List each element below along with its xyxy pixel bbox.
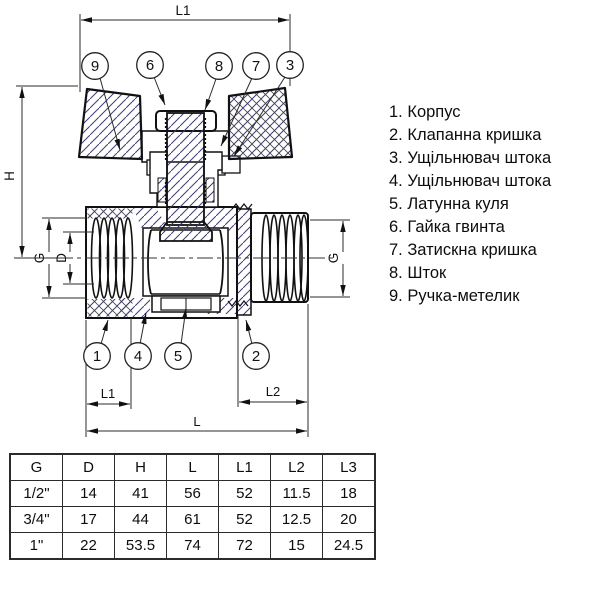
parts-item: 4. Ущільнювач штока (389, 172, 552, 190)
stem (166, 112, 205, 226)
parts-item: 5. Латунна куля (389, 195, 509, 213)
dim-label-l2-bottom: L2 (266, 384, 280, 399)
callout-leaders (99, 76, 286, 345)
callout-balloons: 9 6 8 7 3 1 4 (81, 51, 304, 370)
cell: 20 (322, 506, 376, 533)
parts-item: 6. Гайка гвинта (389, 218, 505, 236)
cell: 24.5 (322, 532, 376, 560)
cell: 12.5 (270, 506, 323, 533)
cell: 18 (322, 480, 376, 507)
ball-right-edge (219, 229, 224, 295)
cell: 41 (114, 480, 167, 507)
parts-item: 1. Корпус (389, 103, 461, 121)
cell: 14 (62, 480, 115, 507)
dim-label-l1-bottom: L1 (101, 386, 115, 401)
svg-text:6: 6 (146, 57, 154, 74)
stem-flare (159, 221, 213, 242)
valve-cross-section-drawing: L1 H G D G L1 L2 L 9 6 (2, 3, 350, 437)
cell: 52 (218, 506, 271, 533)
parts-item: 8. Шток (389, 264, 447, 282)
cell: 11.5 (270, 480, 323, 507)
cell: 1/2" (9, 480, 63, 507)
table-header-row: G D H L L1 L2 L3 (9, 453, 376, 481)
parts-item: 3. Ущільнювач штока (389, 149, 552, 167)
svg-text:2: 2 (252, 348, 260, 365)
cell: 22 (62, 532, 115, 560)
ball-left-edge (147, 229, 152, 295)
stem-assembly (149, 110, 223, 242)
callout-1: 1 (83, 342, 111, 370)
callout-5: 5 (164, 342, 192, 370)
callout-3: 3 (276, 51, 304, 79)
cell: 52 (218, 480, 271, 507)
cell: 61 (166, 506, 219, 533)
cell: 56 (166, 480, 219, 507)
col-header: H (114, 453, 167, 481)
table-row: 3/4" 17 44 61 52 12.5 20 (9, 506, 376, 533)
body-wall-hatch (87, 208, 133, 219)
svg-text:8: 8 (215, 58, 223, 75)
col-header: L2 (270, 453, 323, 481)
dimensions (14, 14, 350, 437)
callout-8: 8 (205, 52, 233, 80)
dim-label-h: H (2, 171, 17, 181)
dimensions-table: G D H L L1 L2 L3 1/2" 14 41 56 52 11.5 1… (9, 453, 376, 560)
col-header: D (62, 453, 115, 481)
parts-item: 9. Ручка-метелик (389, 287, 520, 305)
callout-9: 9 (81, 52, 109, 80)
col-header: L (166, 453, 219, 481)
svg-text:5: 5 (174, 348, 182, 365)
cell: 44 (114, 506, 167, 533)
callout-2: 2 (242, 342, 270, 370)
dim-label-l-bottom: L (193, 414, 200, 429)
svg-text:4: 4 (134, 348, 142, 365)
table-row: 1" 22 53.5 74 72 15 24.5 (9, 532, 376, 560)
handle-wings (77, 86, 294, 161)
parts-item: 2. Клапанна кришка (389, 126, 542, 144)
table-row: 1/2" 14 41 56 52 11.5 18 (9, 480, 376, 507)
svg-text:7: 7 (252, 58, 260, 75)
dim-label-g-right: G (326, 253, 341, 264)
col-header: L3 (322, 453, 376, 481)
cell: 72 (218, 532, 271, 560)
stem-packing-right (205, 177, 215, 203)
svg-text:1: 1 (93, 348, 101, 365)
dim-label-d: D (54, 253, 69, 263)
parts-list: 1. Корпус 2. Клапанна кришка 3. Ущільнюв… (389, 101, 597, 308)
parts-item: 7. Затискна кришка (389, 241, 537, 259)
cell: 1" (9, 532, 63, 560)
callout-7: 7 (242, 52, 270, 80)
cell: 17 (62, 506, 115, 533)
dim-label-g-left: G (32, 253, 47, 264)
cell: 53.5 (114, 532, 167, 560)
handle-left-wing (77, 87, 144, 161)
cell: 74 (166, 532, 219, 560)
col-header: L1 (218, 453, 271, 481)
svg-text:9: 9 (91, 58, 99, 75)
cell: 15 (270, 532, 323, 560)
callout-4: 4 (124, 342, 152, 370)
stem-packing-left (157, 177, 167, 203)
dim-label-l1-top: L1 (175, 3, 190, 18)
callout-6: 6 (136, 51, 164, 79)
handle-right-wing (227, 86, 294, 161)
cell: 3/4" (9, 506, 63, 533)
col-header: G (9, 453, 63, 481)
svg-text:3: 3 (286, 57, 294, 74)
